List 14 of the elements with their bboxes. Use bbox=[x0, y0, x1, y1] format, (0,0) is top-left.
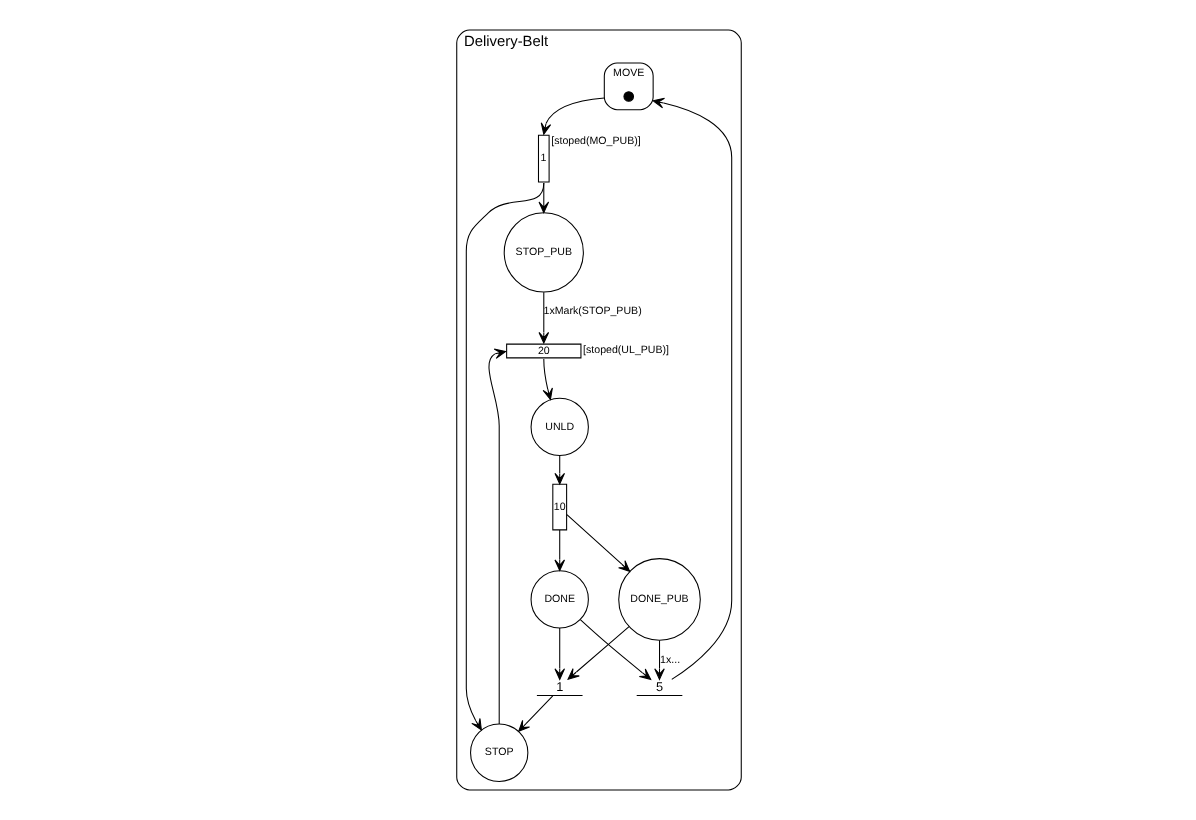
arrow bbox=[517, 695, 553, 732]
arrow bbox=[565, 514, 630, 572]
arrow bbox=[541, 358, 552, 401]
node-circle bbox=[622, 91, 634, 102]
arrow bbox=[487, 348, 506, 725]
arrow bbox=[553, 529, 565, 572]
arrow bbox=[464, 182, 544, 731]
arrow bbox=[537, 291, 549, 344]
arrow bbox=[566, 626, 629, 680]
arrow bbox=[578, 619, 651, 680]
arrow bbox=[539, 97, 604, 135]
arrow bbox=[553, 627, 565, 680]
arrow bbox=[651, 97, 732, 680]
arrow bbox=[653, 639, 664, 680]
